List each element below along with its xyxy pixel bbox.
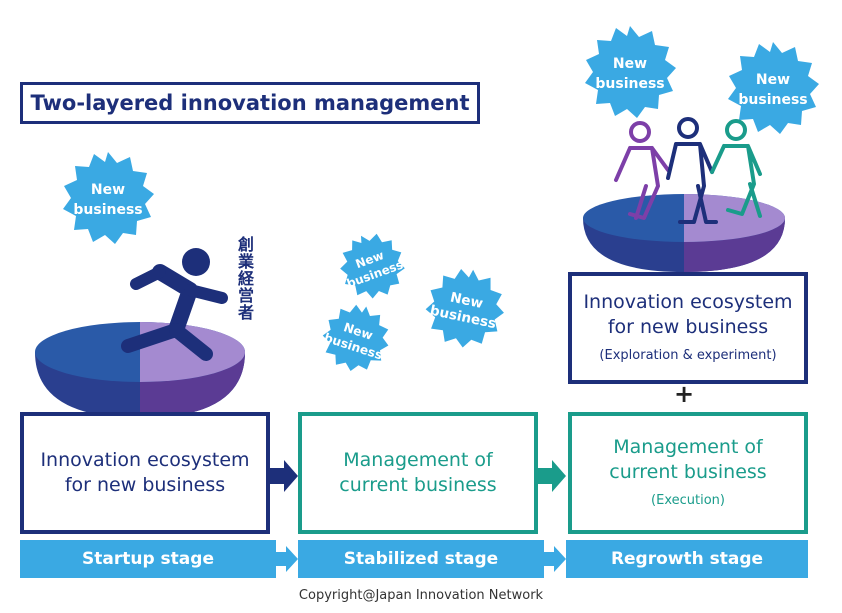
founder-label: 創業経営者 xyxy=(235,236,254,321)
bar-arrow-2 xyxy=(544,546,566,572)
stabilized-box-line1: Management of xyxy=(343,449,493,471)
burst-text-line2: business xyxy=(73,202,142,218)
startup-new-business-burst: New business xyxy=(63,152,154,244)
diagram-title-text: Two-layered innovation management xyxy=(30,91,470,115)
arrow-startup-to-stabilized xyxy=(270,460,298,492)
plus-sign: + xyxy=(674,380,695,408)
regrowth-mgmt-line2: current business xyxy=(609,461,767,483)
burst-text-line1: New xyxy=(613,56,647,72)
burst-text-line2: business xyxy=(738,92,807,108)
stage-bar-startup: Startup stage xyxy=(20,540,276,578)
walking-people-icon xyxy=(614,117,762,224)
stage-bar-regrowth: Regrowth stage xyxy=(566,540,808,578)
regrowth-mgmt-line1: Management of xyxy=(613,436,763,458)
stage-bar-stabilized: Stabilized stage xyxy=(298,540,544,578)
burst-text-line2: business xyxy=(595,76,664,92)
regrowth-burst-1: New business xyxy=(585,26,676,118)
regrowth-ecosystem-box: Innovation ecosystem for new business (E… xyxy=(568,272,808,384)
diagram-title: Two-layered innovation management xyxy=(20,82,480,124)
stabilized-burst-2: New business xyxy=(314,296,398,380)
bar-arrow-1 xyxy=(276,546,298,572)
regrowth-burst-2: New business xyxy=(728,42,819,134)
stabilized-box-line2: current business xyxy=(339,474,497,496)
startup-box-line1: Innovation ecosystem xyxy=(40,449,250,471)
burst-text-line1: New xyxy=(756,72,790,88)
regrowth-management-box: Management of current business (Executio… xyxy=(568,412,808,534)
startup-ecosystem-box: Innovation ecosystem for new business xyxy=(20,412,270,534)
stabilized-burst-1: New business xyxy=(331,224,414,308)
regrowth-bowl xyxy=(583,194,785,272)
regrowth-mgmt-sub: (Execution) xyxy=(651,493,725,508)
stabilized-burst-3: New business xyxy=(419,261,512,355)
copyright-text: Copyright@Japan Innovation Network xyxy=(298,588,544,603)
burst-text-line1: New xyxy=(449,289,485,312)
stabilized-management-box: Management of current business xyxy=(298,412,538,534)
arrow-stabilized-to-regrowth xyxy=(538,460,566,492)
runner-icon xyxy=(121,248,228,361)
regrowth-eco-line2: for new business xyxy=(607,316,769,338)
regrowth-eco-line1: Innovation ecosystem xyxy=(583,291,793,313)
burst-text-line1: New xyxy=(91,182,125,198)
regrowth-eco-sub: (Exploration & experiment) xyxy=(599,348,777,363)
startup-box-line2: for new business xyxy=(64,474,226,496)
